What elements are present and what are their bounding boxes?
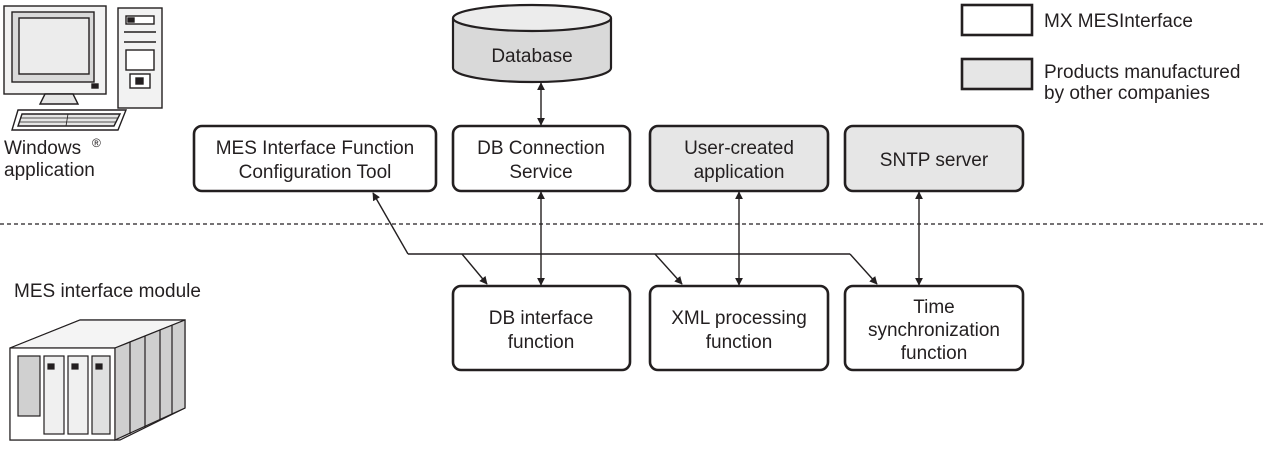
user-app-label-line1: User-created xyxy=(684,138,794,159)
legend-swatch-mx-mesinterface xyxy=(960,3,1034,37)
sntp-label: SNTP server xyxy=(880,150,989,171)
time-sync-label-line3: function xyxy=(901,343,968,364)
db-interface-label-line1: DB interface xyxy=(489,308,594,329)
xml-processing-label-line2: function xyxy=(706,332,773,353)
windows-pc-icon xyxy=(3,5,163,131)
user-app-label-line2: application xyxy=(694,162,785,183)
db-interface-label-line2: function xyxy=(508,332,575,353)
legend-label-other-products-line1: Products manufactured xyxy=(1044,62,1240,83)
bus-to-xml-processing-arrow xyxy=(654,253,683,285)
config-tool-arrow xyxy=(372,192,409,255)
db-connection-label-line1: DB Connection xyxy=(477,138,605,159)
time-sync-label-line1: Time xyxy=(913,297,955,318)
sntp-server-box xyxy=(843,124,1025,193)
database-cylinder: Database xyxy=(451,3,613,84)
legend: MX MESInterface Products manufactured by… xyxy=(960,3,1240,104)
user-created-application-box xyxy=(648,124,830,193)
bus-to-db-interface-arrow xyxy=(461,253,488,285)
time-sync-label-line2: synchronization xyxy=(868,320,1000,341)
windows-app-label-line2: application xyxy=(4,160,95,181)
config-tool-label-line2: Configuration Tool xyxy=(239,162,392,183)
mes-interface-module-icon xyxy=(9,319,186,441)
db-interface-function-box xyxy=(451,284,632,372)
module-label: MES interface module xyxy=(14,281,201,302)
time-synchronization-function-box xyxy=(843,284,1025,372)
bus-to-time-sync-arrow xyxy=(849,253,878,285)
database-label: Database xyxy=(491,46,572,67)
legend-swatch-other-products xyxy=(960,57,1034,91)
xml-processing-label-line1: XML processing xyxy=(671,308,807,329)
legend-label-other-products-line2: by other companies xyxy=(1044,83,1210,104)
db-connection-label-line2: Service xyxy=(509,162,572,183)
config-tool-bus xyxy=(372,192,878,285)
windows-app-label-line1: Windows xyxy=(4,138,81,159)
xml-processing-function-box xyxy=(648,284,830,372)
registered-mark: ® xyxy=(92,136,101,150)
config-tool-label-line1: MES Interface Function xyxy=(216,138,415,159)
legend-label-mx-mesinterface: MX MESInterface xyxy=(1044,11,1193,32)
db-connection-service-box xyxy=(451,124,632,193)
config-tool-box xyxy=(192,124,438,193)
